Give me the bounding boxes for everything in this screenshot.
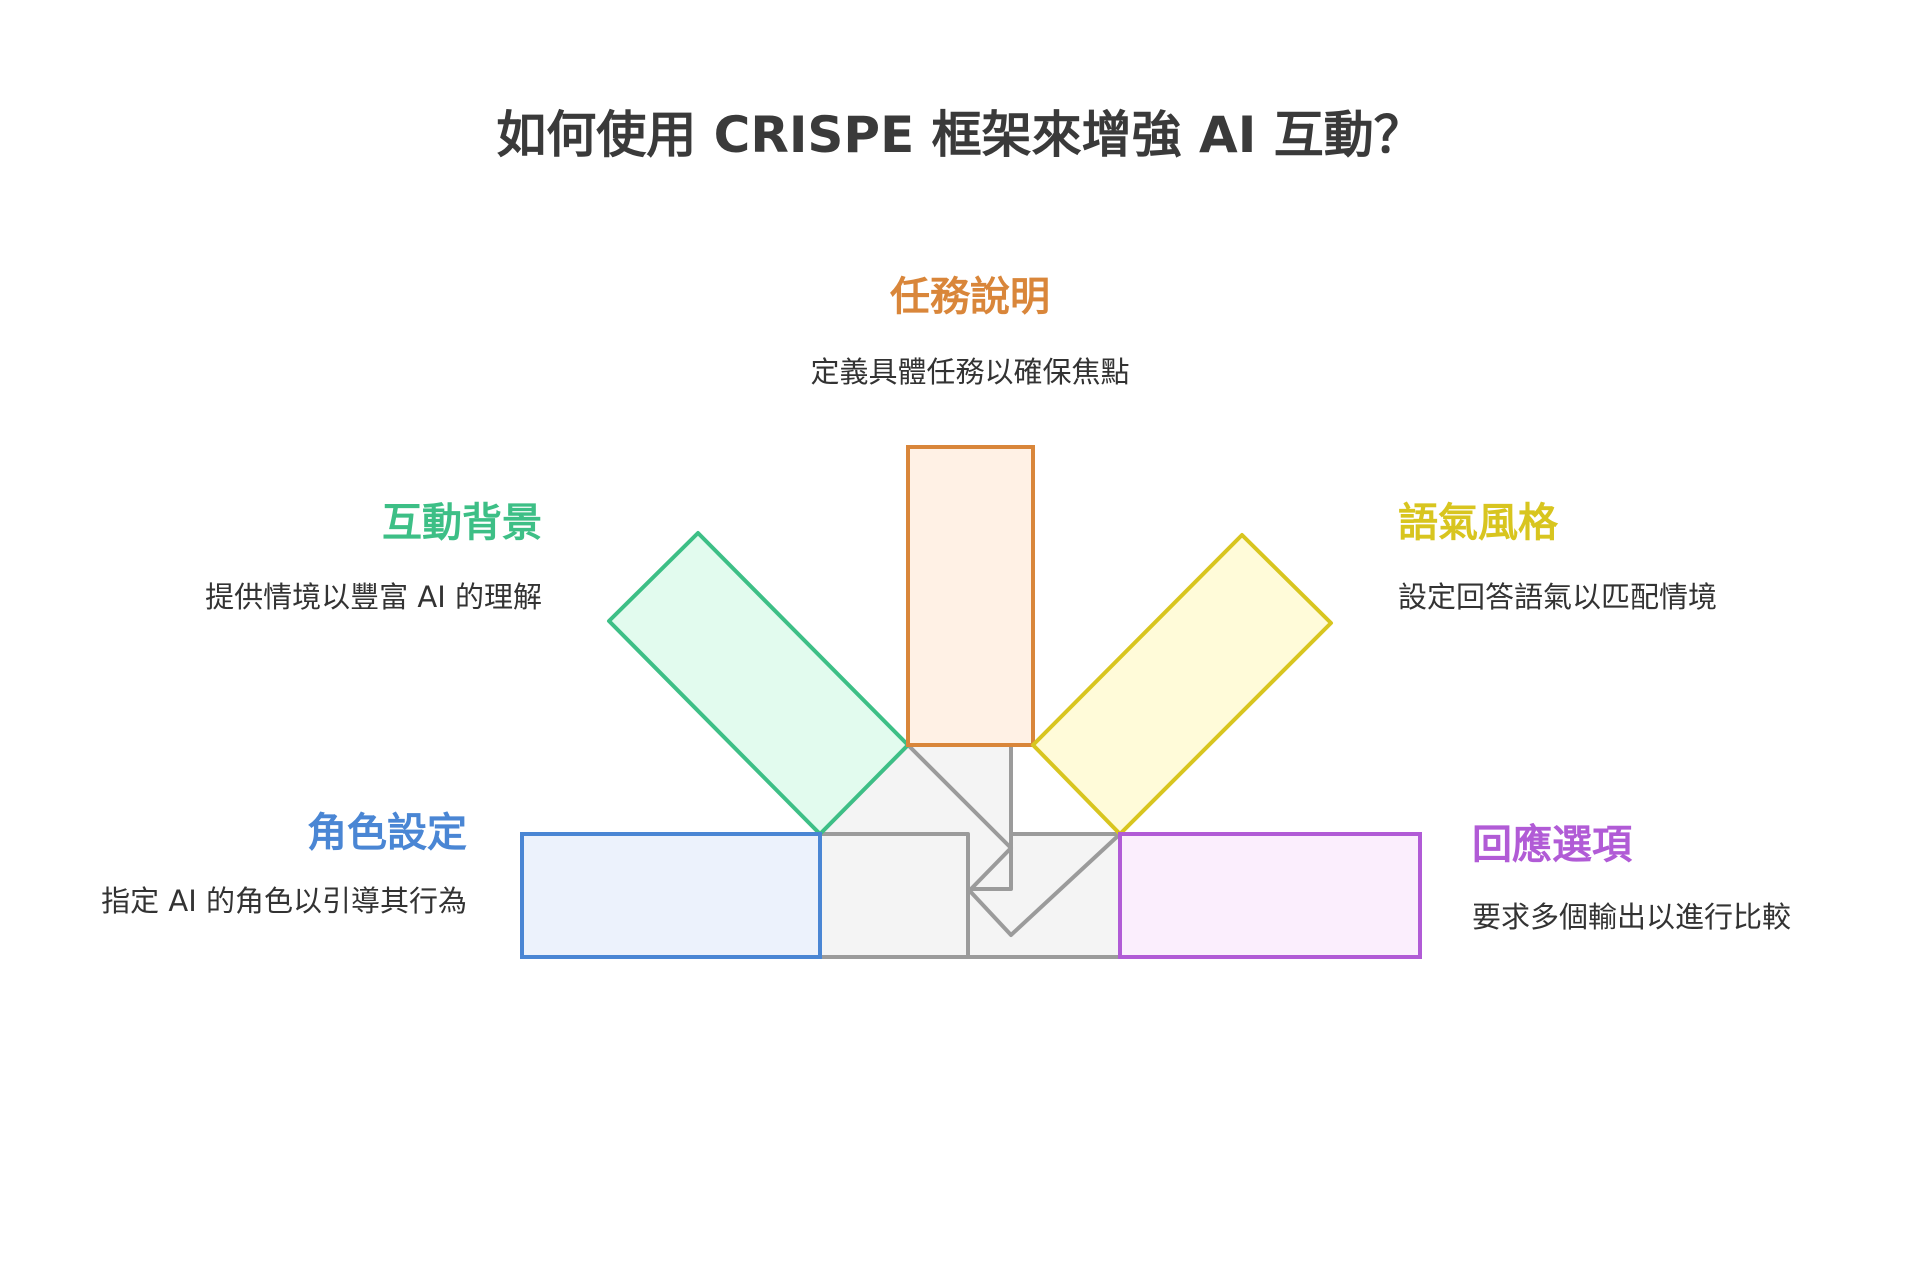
tone-heading: 語氣風格 (1398, 500, 1558, 546)
hub-inner-arrow (906, 743, 1013, 891)
task-description: 定義具體任務以確保焦點 (810, 355, 1130, 389)
page-title: 如何使用 CRISPE 框架來增強 AI 互動？ (496, 106, 1424, 164)
tone-description: 設定回答語氣以匹配情境 (1398, 580, 1718, 614)
context-bar (607, 531, 910, 836)
task-bar (906, 445, 1035, 747)
response-heading: 回應選項 (1472, 822, 1632, 868)
tone-bar (1031, 533, 1333, 836)
response-bar (1118, 832, 1422, 959)
role-bar (520, 832, 822, 959)
context-description: 提供情境以豐富 AI 的理解 (205, 580, 542, 614)
response-description: 要求多個輸出以進行比較 (1472, 900, 1792, 934)
role-description: 指定 AI 的角色以引導其行為 (101, 884, 467, 918)
task-heading: 任務說明 (890, 274, 1050, 320)
context-heading: 互動背景 (382, 500, 542, 546)
role-heading: 角色設定 (307, 810, 467, 856)
hub-inner-arrow-right (966, 832, 1122, 937)
hub-inner-line-left (820, 832, 970, 957)
